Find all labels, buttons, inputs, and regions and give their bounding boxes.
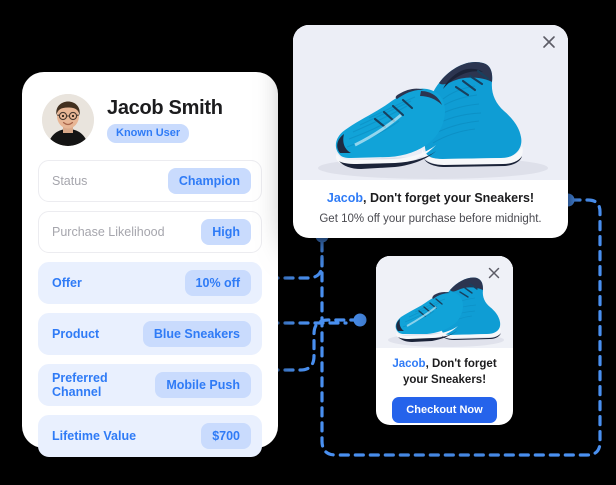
status-badge-known-user: Known User: [107, 123, 190, 144]
row-value: $700: [201, 423, 251, 449]
notification-card-large: Jacob, Don't forget your Sneakers! Get 1…: [293, 25, 568, 238]
row-label: Product: [52, 327, 100, 341]
notification-body-large: Jacob, Don't forget your Sneakers! Get 1…: [293, 180, 568, 238]
notification-subtitle: Get 10% off your purchase before midnigh…: [319, 212, 542, 225]
profile-identity: Jacob Smith Known User: [107, 96, 223, 144]
checkout-now-button[interactable]: Checkout Now: [392, 397, 497, 424]
close-icon[interactable]: [486, 265, 502, 281]
close-icon[interactable]: [541, 34, 557, 50]
row-label: Lifetime Value: [52, 429, 137, 443]
notification-title-rest: , Don't forget your Sneakers!: [363, 191, 535, 205]
table-row[interactable]: Status Champion: [38, 160, 262, 202]
row-label: Purchase Likelihood: [52, 225, 165, 239]
connector-dot-mid: [353, 313, 367, 327]
row-value: High: [201, 219, 251, 245]
profile-header: Jacob Smith Known User: [38, 90, 262, 160]
notification-card-small: Jacob, Don't forget your Sneakers! Check…: [376, 256, 513, 425]
row-label: Status: [52, 174, 88, 188]
table-row[interactable]: Purchase Likelihood High: [38, 211, 262, 253]
row-label: Offer: [52, 276, 82, 290]
user-profile-card: Jacob Smith Known User Status Champion P…: [22, 72, 278, 457]
product-image-small: [376, 256, 513, 348]
notification-title: Jacob, Don't forget your Sneakers!: [305, 190, 556, 207]
table-row[interactable]: Preferred Channel Mobile Push: [38, 364, 262, 406]
attribute-rows: Status Champion Purchase Likelihood High…: [38, 160, 262, 457]
notification-title: Jacob, Don't forget your Sneakers!: [384, 356, 505, 388]
table-row[interactable]: Offer 10% off: [38, 262, 262, 304]
row-value: 10% off: [184, 270, 251, 296]
table-row[interactable]: Product Blue Sneakers: [38, 313, 262, 355]
row-value: Blue Sneakers: [142, 321, 251, 347]
table-row[interactable]: Lifetime Value $700: [38, 415, 262, 457]
page-title: Jacob Smith: [107, 96, 223, 119]
notification-title-highlight: Jacob: [326, 191, 364, 205]
notification-title-highlight: Jacob: [392, 358, 426, 370]
notification-title-line2: your Sneakers!: [402, 374, 487, 387]
connector-channel: [268, 318, 358, 372]
row-label: Preferred Channel: [52, 371, 108, 399]
row-value: Mobile Push: [155, 372, 251, 398]
product-image-large: [293, 25, 568, 180]
row-value: Champion: [167, 168, 251, 194]
notification-title-rest: , Don't forget: [425, 358, 497, 370]
notification-body-small: Jacob, Don't forget your Sneakers! Check…: [376, 348, 513, 425]
avatar: [42, 94, 94, 146]
